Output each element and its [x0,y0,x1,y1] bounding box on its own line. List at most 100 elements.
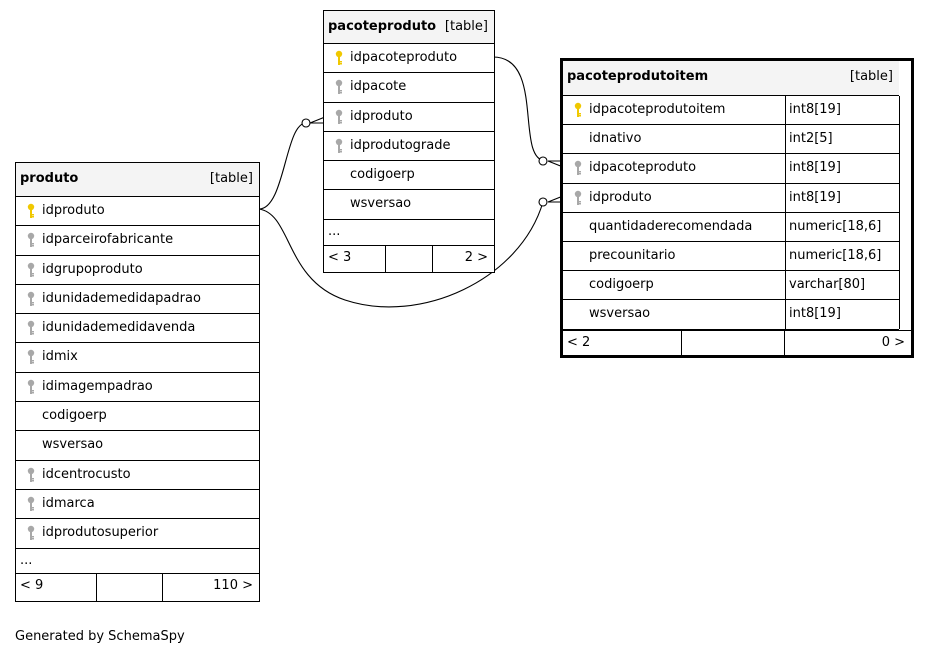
column-row[interactable]: wsversao [16,431,259,461]
table-type: [table] [209,171,253,186]
column-row[interactable]: idparceirofabricante [16,226,259,256]
more-columns: ... [324,220,494,246]
column-type: numeric[18,6] [785,241,899,271]
column-type: int2[5] [785,125,899,154]
table-type: [table] [444,19,488,34]
child-count[interactable]: 0 > [881,334,905,350]
column-row[interactable]: idprodutosuperior [16,519,259,549]
table-name: produto [20,171,79,186]
column-row[interactable]: idproduto int8[19] [563,183,899,213]
column-row[interactable]: idunidademedidapadrao [16,285,259,315]
column-list: idpacoteprodutoitem int8[19] idnativo int2[… [563,96,899,330]
column-name: idnativo [589,131,642,147]
table-type: [table] [849,69,893,84]
parent-count[interactable]: < 3 [328,249,352,265]
table-header: pacoteproduto [table] [324,11,494,44]
column-name: idcentrocusto [42,466,131,482]
table-produto[interactable]: produto [table] idproduto idparceirofabri… [15,162,260,602]
foreign-key-icon [26,349,36,365]
parent-count[interactable]: < 9 [20,577,44,593]
column-type: numeric[18,6] [785,212,899,241]
column-row[interactable]: precounitario numeric[18,6] [563,241,899,272]
column-row[interactable]: idprodutograde [324,132,494,162]
column-type: varchar[80] [785,271,899,300]
column-list: idpacoteproduto idpacote idproduto idprodut… [324,44,494,220]
column-name: idprodutograde [350,137,451,153]
column-name: idproduto [589,189,652,205]
column-name: codigoerp [42,408,107,424]
column-name: idproduto [350,108,413,124]
column-name: wsversao [350,196,412,212]
primary-key-icon [26,203,36,219]
foreign-key-icon [573,190,583,206]
column-name: wsversao [42,437,104,453]
table-name: pacoteproduto [328,19,437,34]
optional-marker [538,156,548,166]
foreign-key-icon [26,291,36,307]
column-row[interactable]: codigoerp [16,402,259,432]
foreign-key-icon [26,262,36,278]
column-row[interactable]: idgrupoproduto [16,256,259,285]
column-name: precounitario [589,247,676,263]
column-row[interactable]: wsversao [324,190,494,220]
column-row[interactable]: idmarca [16,490,259,520]
column-row[interactable]: idimagempadrao [16,373,259,403]
column-row[interactable]: wsversao int8[19] [563,300,899,330]
column-name: idprodutosuperior [42,525,159,541]
parent-count[interactable]: < 2 [567,334,591,350]
primary-key-icon [573,102,583,118]
column-row[interactable]: quantidaderecomendada numeric[18,6] [563,212,899,242]
column-name: wsversao [589,306,651,322]
column-name: idpacoteproduto [589,160,697,176]
link-produto-pacoteproduto [258,122,307,210]
more-columns: ... [16,549,259,574]
column-row[interactable]: idunidademedidavenda [16,314,259,344]
column-name: idpacote [350,79,407,95]
column-name: idgrupoproduto [42,261,143,277]
column-name: quantidaderecomendada [589,218,753,234]
column-name: idmix [42,349,78,365]
column-name: idimagempadrao [42,378,153,394]
foreign-key-icon [334,109,344,125]
table-name: pacoteprodutoitem [567,69,709,84]
column-row[interactable]: idproduto [16,197,259,227]
crowfoot-pacoteproduto [309,116,326,124]
column-row[interactable]: idpacoteprodutoitem int8[19] [563,96,899,126]
column-name: idunidademedidapadrao [42,290,201,306]
column-row[interactable]: idproduto [324,103,494,132]
foreign-key-icon [26,496,36,512]
column-name: idpacoteprodutoitem [589,102,726,117]
foreign-key-icon [26,467,36,483]
foreign-key-icon [334,138,344,154]
table-pacoteprodutoitem[interactable]: pacoteprodutoitem [table] idpacoteprodut… [560,58,914,358]
foreign-key-icon [334,79,344,95]
column-row[interactable]: idpacote [324,73,494,103]
child-count[interactable]: 110 > [213,577,253,593]
column-row[interactable]: idnativo int2[5] [563,125,899,155]
column-type: int8[19] [785,300,899,329]
foreign-key-icon [26,232,36,248]
optional-marker [538,197,548,207]
column-type: int8[19] [785,183,899,212]
column-name: idproduto [42,203,105,218]
column-row[interactable]: idpacoteproduto [324,44,494,74]
child-count[interactable]: 2 > [464,249,488,265]
optional-marker [301,118,311,128]
table-header: pacoteprodutoitem [table] [563,61,899,96]
column-row[interactable]: idmix [16,343,259,373]
column-name: idunidademedidavenda [42,320,196,336]
column-list: idproduto idparceirofabricante idgrupoprod… [16,197,259,549]
scrollbar[interactable] [899,96,911,329]
table-footer: < 9 110 > [16,573,259,601]
column-row[interactable]: idcentrocusto [16,461,259,490]
column-type: int8[19] [785,96,899,125]
foreign-key-icon [573,160,583,176]
foreign-key-icon [26,525,36,541]
table-footer: < 3 2 > [324,245,494,272]
foreign-key-icon [26,379,36,395]
column-row[interactable]: codigoerp [324,161,494,191]
